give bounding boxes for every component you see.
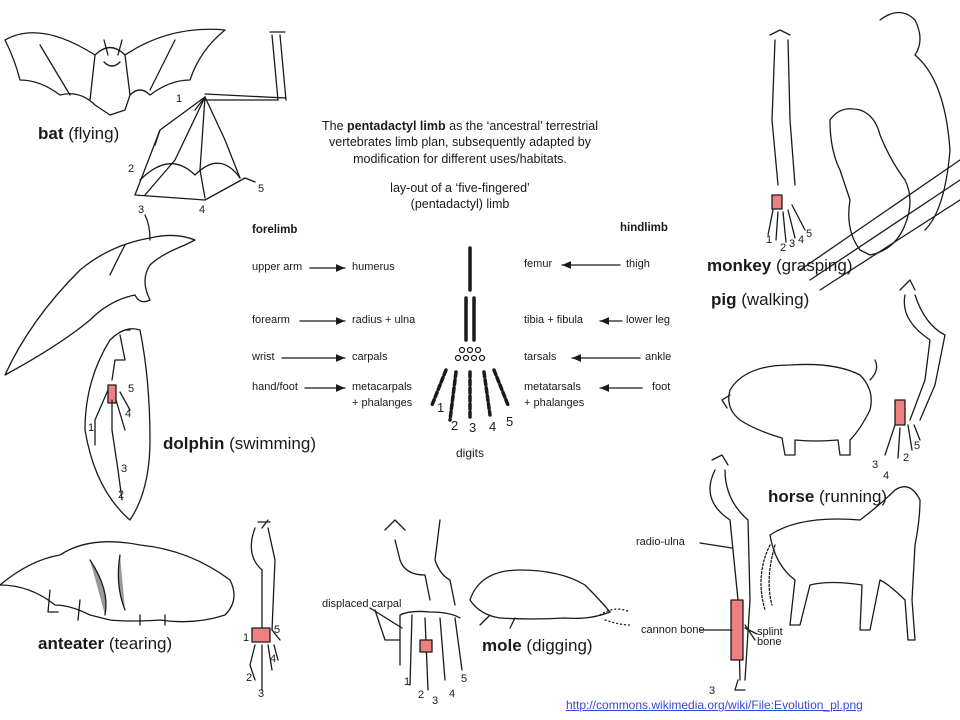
credit-link[interactable]: http://commons.wikimedia.org/wiki/File:E… [566, 698, 863, 712]
pig-digit-2: 2 [903, 452, 910, 464]
pig-drawing [721, 359, 878, 456]
hindlimb-bone-2: tarsals [524, 351, 557, 363]
horse-limb [709, 454, 756, 691]
mole-drawing [469, 569, 631, 629]
forelimb-common-2: wrist [252, 351, 275, 363]
forelimb-bone-3b: + phalanges [352, 397, 413, 409]
pig-limb [884, 279, 946, 459]
monkey-label: monkey (grasping) [707, 256, 853, 275]
bat-label: bat (flying) [38, 124, 120, 143]
pig-label: pig (walking) [711, 290, 810, 309]
layout-caption-line-1: lay-out of a ‘five-fingered’ [390, 181, 530, 195]
horse-label: horse (running) [768, 487, 888, 506]
dolphin-flipper [84, 328, 151, 521]
monkey-limb [767, 29, 806, 243]
pig-digit-3: 3 [872, 459, 879, 471]
digits-label: digits [456, 446, 485, 460]
digit-3: 3 [469, 420, 477, 435]
anteater-label: anteater (tearing) [38, 634, 173, 653]
dolphin-label: dolphin (swimming) [163, 434, 316, 453]
bat-digit-4: 4 [199, 204, 206, 216]
anteater-digit-3: 3 [258, 688, 265, 700]
mole-limb [374, 519, 463, 691]
mole-digit-2: 2 [418, 689, 425, 701]
forelimb-bone-1: radius + ulna [352, 314, 416, 326]
monkey-digit-2: 2 [780, 242, 787, 254]
mole-annotation: displaced carpal [322, 598, 402, 610]
monkey-digit-5: 5 [806, 228, 813, 240]
monkey-digit-3: 3 [789, 238, 796, 250]
dolphin-digit-3: 3 [121, 463, 128, 475]
layout-caption: lay-out of a ‘five-fingered’ (pentadacty… [300, 180, 620, 213]
hindlimb-heading: hindlimb [620, 222, 668, 234]
horse-annotation-splint: splint [757, 626, 783, 638]
intro-line-2: vertebrates limb plan, subsequently adap… [329, 135, 591, 150]
bat-digit-3: 3 [138, 204, 145, 216]
mole-digit-1: 1 [404, 676, 411, 688]
digit-4: 4 [489, 419, 497, 434]
bat-drawing [4, 28, 226, 116]
hindlimb-bone-3b: + phalanges [524, 397, 585, 409]
hindlimb-bone-1: tibia + fibula [524, 314, 584, 326]
bat-wing-skeleton [134, 31, 287, 201]
intro-line-3: modification for different uses/habitats… [353, 151, 567, 166]
bat-digit-5: 5 [258, 183, 265, 195]
forelimb-heading: forelimb [252, 224, 298, 236]
anteater-digit-4: 4 [270, 653, 277, 665]
dolphin-drawing [4, 214, 196, 376]
dolphin-digit-1: 1 [88, 422, 95, 434]
horse-annotation-bone: bone [757, 636, 782, 648]
digit-1: 1 [437, 400, 445, 415]
monkey-digit-4: 4 [798, 234, 805, 246]
forelimb-bone-0: humerus [352, 261, 395, 273]
pig-digit-4: 4 [883, 470, 890, 482]
forelimb-bone-2: carpals [352, 351, 388, 363]
hindlimb-bone-0: femur [524, 258, 553, 270]
hindlimb-common-3: foot [652, 381, 671, 393]
anteater-drawing [0, 541, 235, 626]
intro-text: The pentadactyl limb as the ‘ancestral’ … [300, 118, 620, 167]
monkey-digit-1: 1 [766, 234, 773, 246]
forelimb-common-3: hand/foot [252, 381, 298, 393]
digit-2: 2 [451, 418, 459, 433]
hindlimb-bone-3: metatarsals [524, 381, 581, 393]
forelimb-common-0: upper arm [252, 261, 303, 273]
horse-annotation-cannon: cannon bone [641, 624, 705, 636]
anteater-digit-2: 2 [246, 672, 253, 684]
hindlimb-common-0: thigh [626, 258, 650, 270]
intro-bold-term: pentadactyl limb [347, 119, 446, 133]
digit-5: 5 [506, 414, 514, 429]
pig-digit-5: 5 [914, 440, 921, 452]
anteater-digit-5: 5 [274, 624, 281, 636]
forelimb-common-1: forearm [252, 314, 290, 326]
horse-drawing [760, 486, 921, 641]
horse-digit-3: 3 [709, 685, 716, 697]
dolphin-digit-5: 5 [128, 383, 135, 395]
bat-digit-2: 2 [128, 163, 135, 175]
bat-digit-1: 1 [176, 93, 183, 105]
horse-annotation-radio-ulna: radio-ulna [636, 536, 685, 548]
anteater-digit-1: 1 [243, 632, 250, 644]
mole-label: mole (digging) [482, 636, 593, 655]
mole-digit-3: 3 [432, 695, 439, 707]
mole-digit-5: 5 [461, 673, 468, 685]
monkey-drawing [799, 11, 960, 291]
mole-digit-4: 4 [449, 688, 456, 700]
forelimb-bone-3: metacarpals [352, 381, 412, 393]
layout-caption-line-2: (pentadactyl) limb [410, 197, 510, 212]
anteater-limb [249, 519, 281, 691]
hindlimb-common-1: lower leg [626, 314, 671, 326]
dolphin-digit-2: 2 [118, 489, 125, 501]
pentadactyl-schematic [464, 246, 476, 342]
dolphin-digit-4: 4 [125, 408, 132, 420]
hindlimb-common-2: ankle [645, 351, 672, 363]
